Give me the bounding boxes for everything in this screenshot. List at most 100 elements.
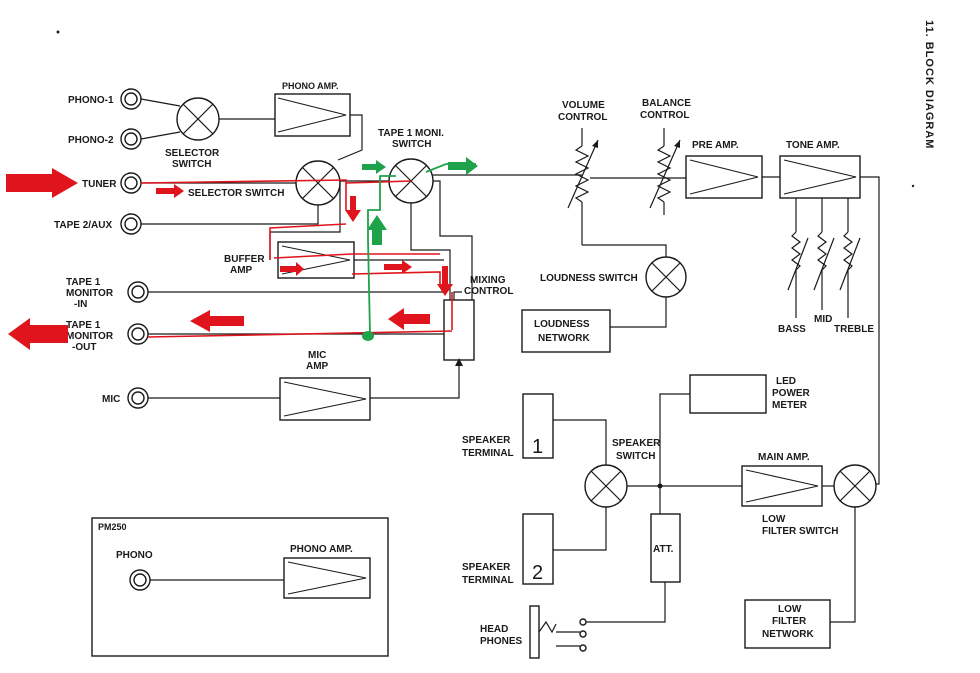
treble-label: TREBLE	[834, 324, 874, 335]
loudness-network-label: NETWORK	[538, 333, 590, 344]
speaker-terminal-1-label: SPEAKER	[462, 435, 511, 446]
tape1-out-label: MONITOR	[66, 331, 114, 342]
mixing-control-label: MIXING	[470, 275, 506, 286]
diagram-title: 11. BLOCK DIAGRAM	[923, 20, 935, 149]
mixing-control-label: CONTROL	[464, 286, 513, 297]
tape1-out-label: -OUT	[72, 342, 96, 353]
phono2-jack	[120, 128, 142, 150]
tape1-in-label: TAPE 1	[66, 277, 101, 288]
low-filter-switch-label: FILTER SWITCH	[762, 526, 838, 537]
tape1-out-jack	[127, 323, 149, 345]
pm250-phono-amp-block	[283, 557, 371, 599]
red-arrow-buffer	[280, 262, 304, 276]
green-arrow-out	[448, 157, 478, 175]
low-filter-switch-label: LOW	[762, 514, 786, 525]
volume-control-label: VOLUME	[562, 100, 605, 111]
mic-jack	[127, 387, 149, 409]
loudness-network-block	[521, 309, 611, 353]
speaker-terminal-1-block	[522, 393, 554, 459]
pre-amp-label: PRE AMP.	[692, 140, 739, 151]
speaker-switch	[584, 464, 628, 508]
tape2aux-label: TAPE 2/AUX	[54, 220, 112, 231]
speaker-terminal-2-label: SPEAKER	[462, 562, 511, 573]
led-power-meter-label: POWER	[772, 388, 811, 399]
tape1-out-label: TAPE 1	[66, 320, 101, 331]
red-arrow-tape-out	[8, 318, 68, 350]
red-arrow-mix	[384, 260, 412, 274]
balance-control-label: CONTROL	[640, 110, 689, 121]
speaker-terminal-2-block	[522, 513, 554, 585]
tape1-in-label: -IN	[74, 299, 87, 310]
tape1-in-jack	[127, 281, 149, 303]
treble-pot	[839, 198, 861, 318]
low-filter-switch	[833, 464, 877, 508]
volume-control-pot	[567, 128, 599, 245]
speaker-switch-label: SWITCH	[616, 451, 655, 462]
main-amp-block	[741, 465, 823, 507]
speaker-terminal-1-number: 1	[532, 436, 543, 458]
phono-amp-label: PHONO AMP.	[282, 81, 339, 91]
phono1-jack	[120, 88, 142, 110]
tape1-in-label: MONITOR	[66, 288, 114, 299]
buffer-amp-label: BUFFER	[224, 254, 265, 265]
loudness-network-label: LOUDNESS	[534, 319, 590, 330]
mid-label: MID	[814, 314, 832, 325]
green-arrow-in	[362, 160, 386, 174]
selector-switch-label: SWITCH	[172, 159, 211, 170]
tape1-moni-label: TAPE 1 MONI.	[378, 128, 444, 139]
speaker-terminal-2-number: 2	[532, 562, 543, 584]
red-arrow-down-mix	[437, 266, 453, 296]
buffer-amp-block	[277, 241, 355, 279]
low-filter-network-label: FILTER	[772, 616, 807, 627]
bass-label: BASS	[778, 324, 806, 335]
speck-dot	[911, 184, 915, 188]
main-amp-label: MAIN AMP.	[758, 452, 810, 463]
pre-amp-block	[685, 155, 763, 199]
mid-pot	[813, 198, 835, 310]
low-filter-network-label: NETWORK	[762, 629, 814, 640]
balance-control-pot	[649, 128, 681, 215]
balance-control-label: BALANCE	[642, 98, 691, 109]
low-filter-network-block	[744, 599, 831, 649]
green-arrow-up	[367, 215, 387, 245]
low-filter-network-label: LOW	[778, 604, 802, 615]
tape1-moni-label: SWITCH	[392, 139, 431, 150]
tape2aux-jack	[120, 213, 142, 235]
att-label: ATT.	[653, 544, 674, 555]
phono-selector-switch	[176, 97, 220, 141]
selector-switch-inline-label: SELECTOR SWITCH	[188, 188, 284, 199]
phono2-label: PHONO-2	[68, 135, 114, 146]
junction-dot	[657, 483, 663, 489]
red-arrow-out-1	[190, 310, 244, 332]
mic-amp-label: AMP	[306, 361, 329, 372]
speaker-switch-label: SPEAKER	[612, 438, 661, 449]
pm250-phono-jack	[129, 569, 151, 591]
main-selector-switch	[295, 160, 341, 206]
red-arrow-out-2	[388, 308, 430, 330]
headphones-jack	[529, 605, 587, 659]
green-junction	[362, 331, 374, 341]
tuner-label: TUNER	[82, 179, 117, 190]
tone-amp-label: TONE AMP.	[786, 140, 840, 151]
bass-pot	[787, 198, 809, 318]
arrow-head	[455, 358, 463, 366]
tuner-jack	[120, 172, 142, 194]
speck-dot	[56, 30, 60, 34]
green-signal-path	[362, 157, 478, 341]
mic-amp-block	[279, 377, 371, 421]
led-power-meter-label: METER	[772, 400, 808, 411]
loudness-switch-label: LOUDNESS SWITCH	[540, 273, 638, 284]
loudness-switch	[645, 256, 687, 298]
phono1-label: PHONO-1	[68, 95, 114, 106]
phono-amp-block	[274, 93, 351, 137]
buffer-amp-label: AMP	[230, 265, 253, 276]
speaker-terminal-1-label: TERMINAL	[462, 448, 514, 459]
red-arrow-small	[156, 184, 184, 198]
pm250-label: PM250	[98, 522, 127, 532]
red-arrow-down	[345, 196, 361, 222]
mixing-control-block	[443, 291, 475, 361]
red-signal-path	[6, 168, 453, 350]
mic-label: MIC	[102, 394, 120, 405]
speaker-terminal-2-label: TERMINAL	[462, 575, 514, 586]
